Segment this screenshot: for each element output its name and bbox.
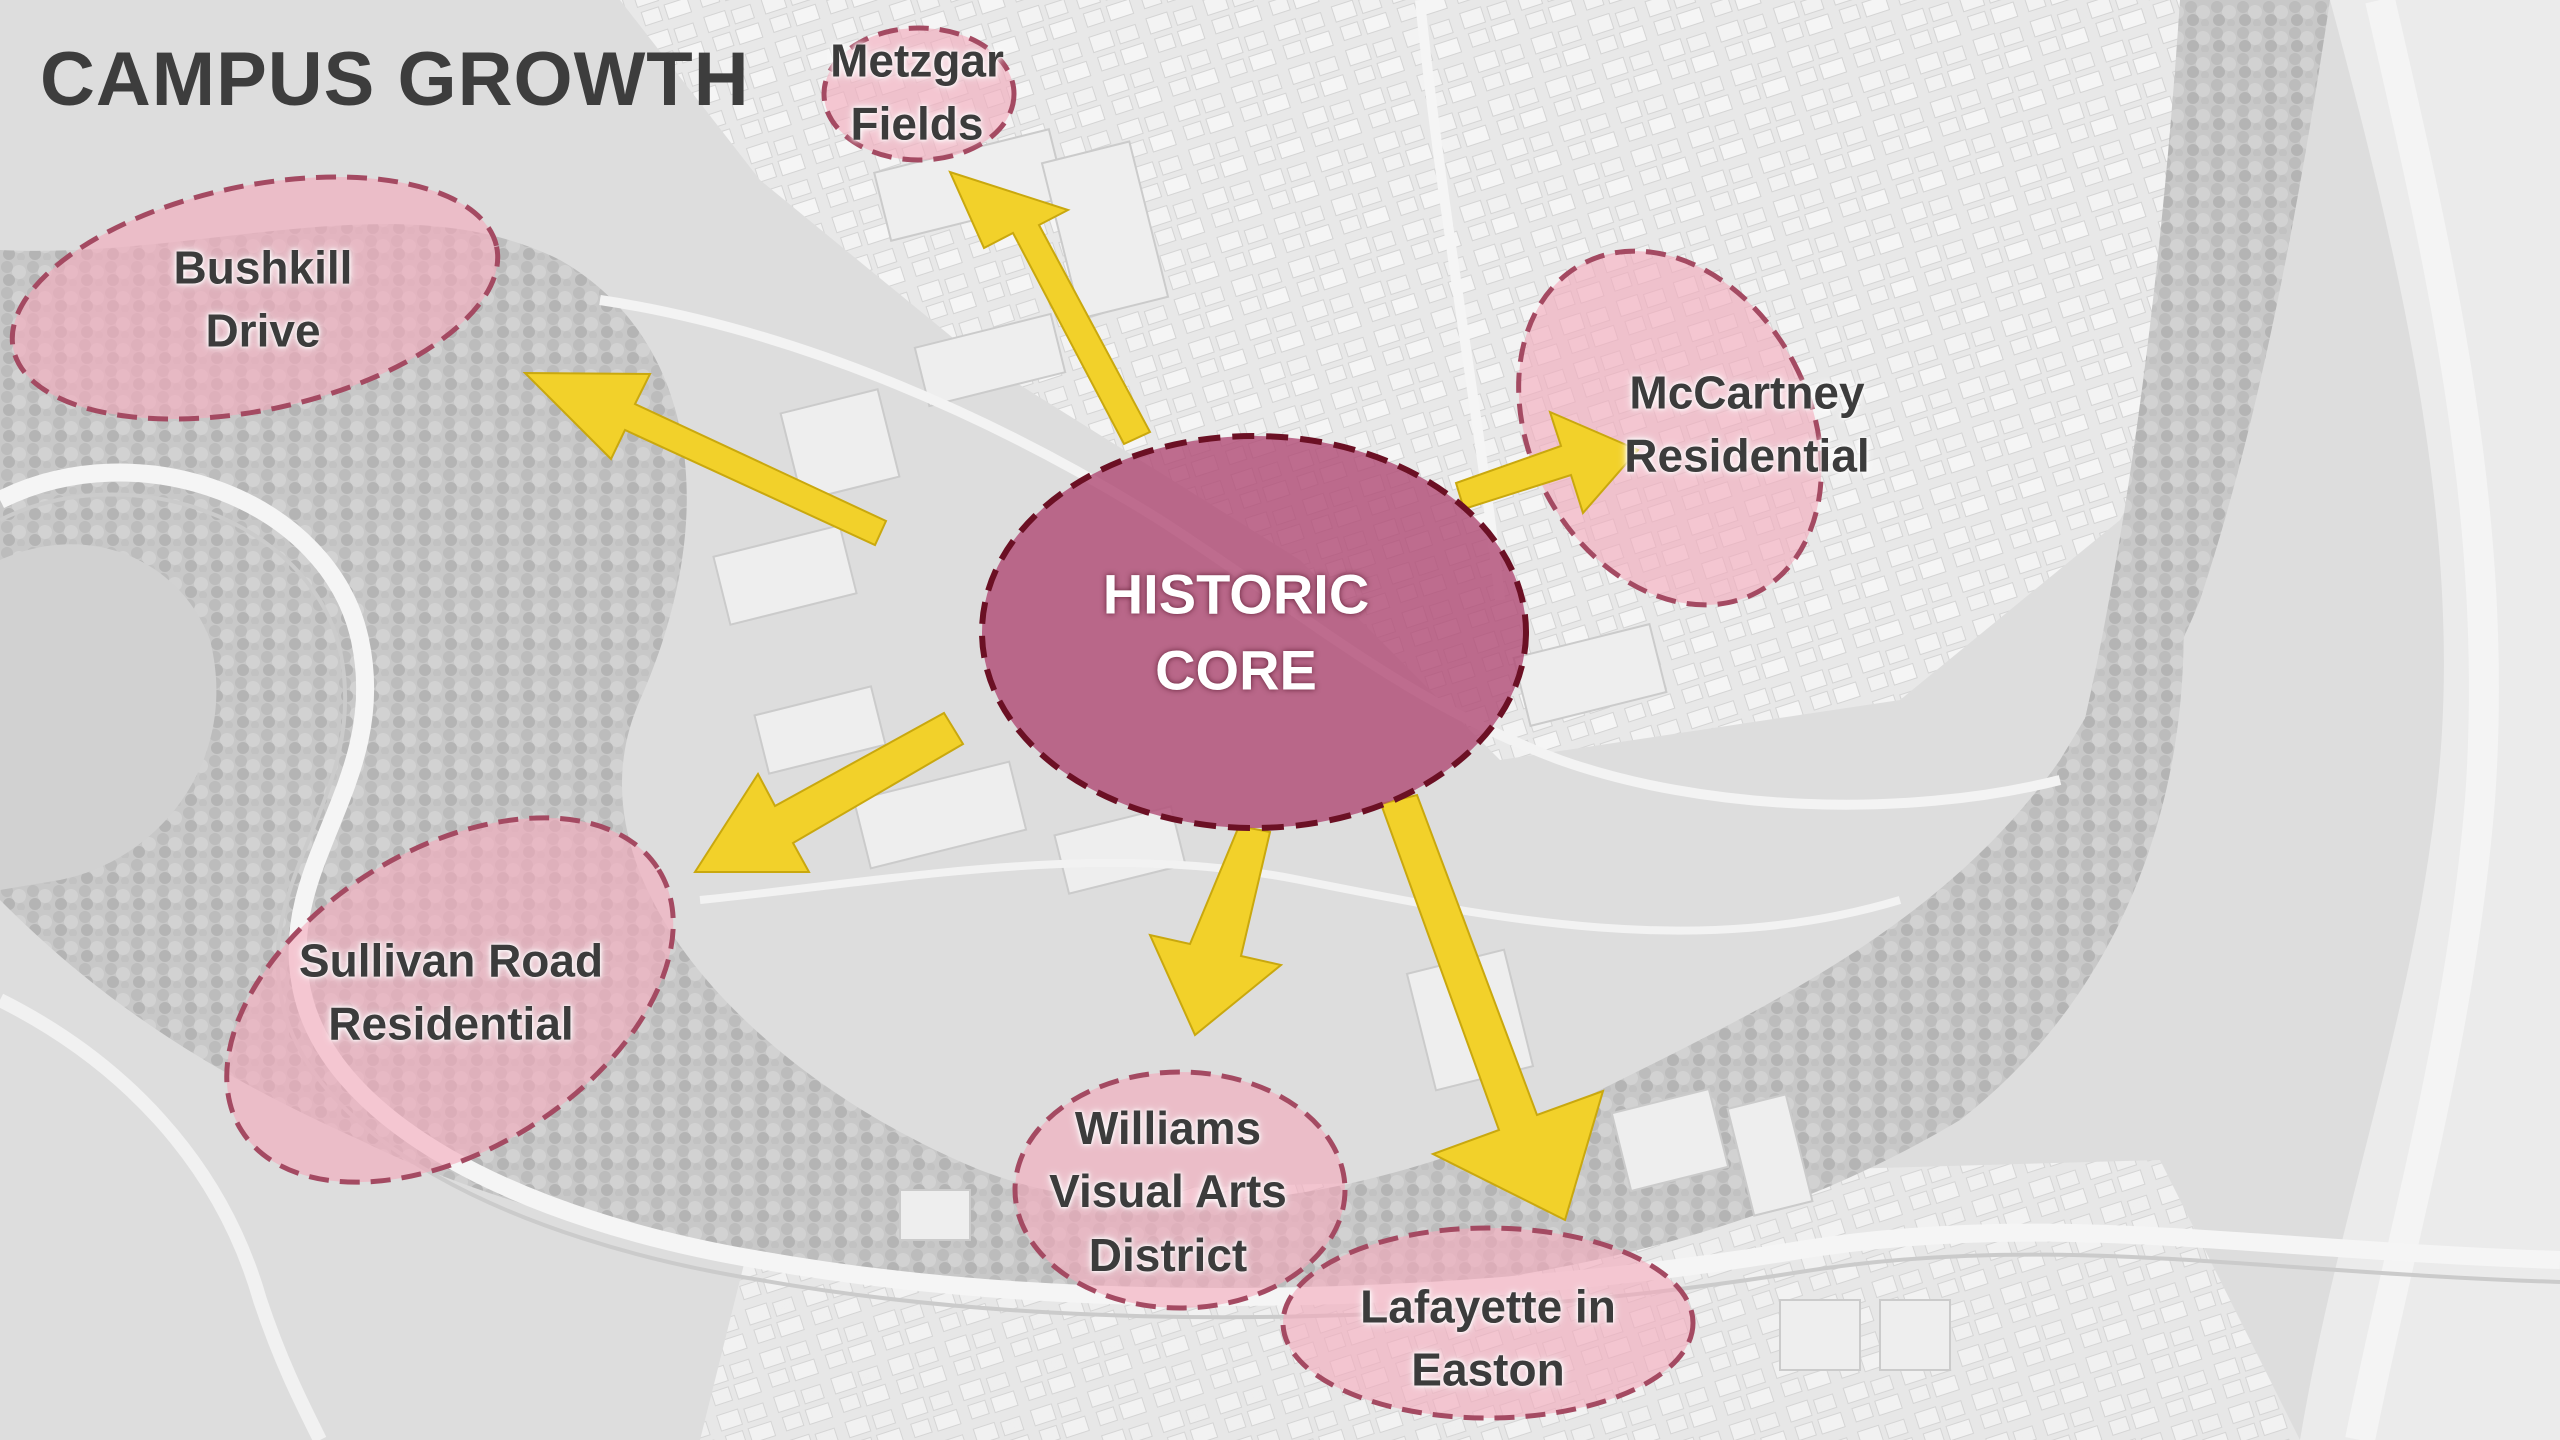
growth-arrow-metzgar-fields (948, 170, 1152, 446)
zone-label-line: Residential (1624, 430, 1870, 482)
zone-label-line: District (1088, 1228, 1248, 1281)
growth-arrow-lafayette-in-easton (1379, 793, 1605, 1222)
zone-label-line: Sullivan Road (298, 934, 604, 987)
zone-label-williams-visual-arts-district: Williams Visual Arts District (1049, 1097, 1287, 1287)
growth-arrow-sullivan-road-residential (693, 711, 965, 873)
historic-core-ellipse (979, 433, 1529, 831)
zone-label-line: Lafayette in (1360, 1280, 1616, 1333)
zone-ellipse-williams-visual-arts-district (1012, 1069, 1348, 1311)
zone-ellipse-bushkill-drive (9, 174, 501, 422)
zone-ellipse-metzgar-fields (821, 25, 1017, 163)
zone-label-line: Drive (205, 305, 321, 357)
growth-arrow-williams-visual-arts-district (1148, 824, 1284, 1037)
zone-ellipse-sullivan-road-residential (224, 815, 676, 1185)
zone-label-line: Williams (1074, 1101, 1262, 1154)
zone-label-sullivan-road-residential: Sullivan Road Residential (299, 930, 603, 1057)
zone-label-line: McCartney (1629, 366, 1865, 419)
growth-arrow-mccartney-residential (1454, 410, 1640, 515)
page-title: CAMPUS GROWTH (40, 37, 750, 122)
zone-label-mccartney-residential: McCartney Residential (1624, 362, 1869, 489)
zone-label-lafayette-in-easton: Lafayette in Easton (1360, 1276, 1616, 1403)
zone-label-line: Bushkill (173, 241, 353, 294)
growth-arrow-bushkill-drive (522, 371, 888, 547)
zone-ellipse-lafayette-in-easton (1280, 1225, 1696, 1421)
zone-label-line: Metzgar (830, 34, 1004, 87)
zone-label-line: Easton (1411, 1344, 1565, 1396)
zone-label-line: Residential (328, 998, 574, 1050)
zone-label-line: Visual Arts (1049, 1165, 1287, 1218)
zone-ellipse-mccartney-residential (1516, 248, 1824, 608)
zone-label-line: Fields (850, 98, 984, 150)
historic-core-label-line-1: HISTORIC (1102, 562, 1370, 626)
historic-core-label-line-2: CORE (1155, 638, 1317, 701)
historic-core-label: HISTORIC CORE (1103, 556, 1370, 707)
zone-label-bushkill-drive: Bushkill Drive (174, 237, 353, 364)
zone-label-metzgar-fields: Metzgar Fields (830, 30, 1004, 157)
